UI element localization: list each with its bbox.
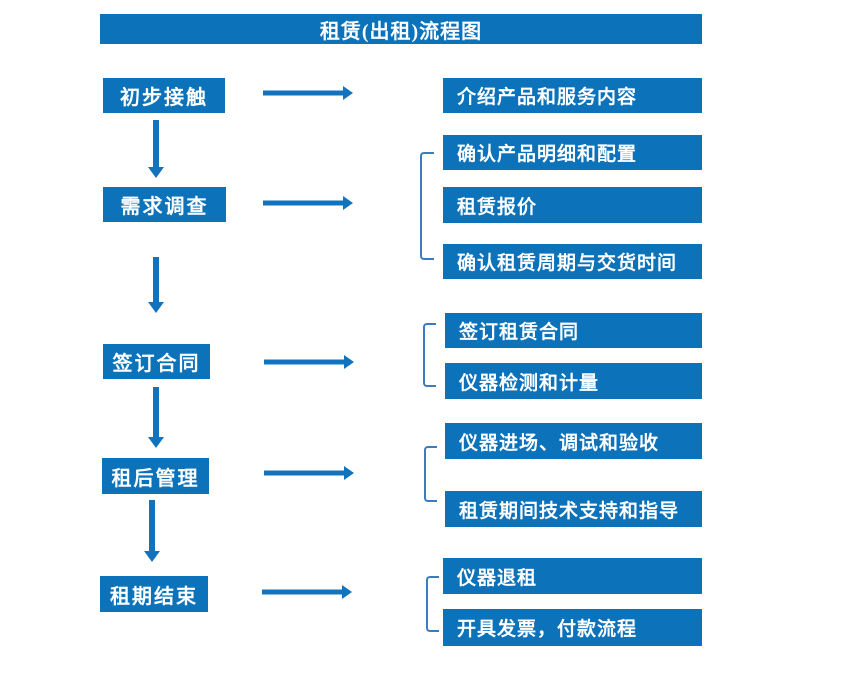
down-arrow-3 bbox=[148, 387, 164, 448]
arrow-head bbox=[148, 437, 164, 448]
stage-box-initial-contact: 初步接触 bbox=[103, 78, 225, 113]
arrow-shaft bbox=[149, 500, 155, 551]
arrow-shaft bbox=[262, 589, 342, 595]
detail-box-confirm-period-delivery: 确认租赁周期与交货时间 bbox=[443, 244, 702, 279]
arrow-head bbox=[342, 585, 352, 599]
flowchart-title: 租赁(出租)流程图 bbox=[319, 20, 483, 43]
right-arrow-2 bbox=[263, 195, 353, 211]
arrow-shaft bbox=[153, 257, 159, 302]
right-arrow-4 bbox=[264, 465, 354, 481]
arrow-head bbox=[344, 355, 354, 369]
arrow-head bbox=[343, 196, 353, 210]
arrow-shaft bbox=[264, 470, 344, 476]
right-arrow-1 bbox=[263, 85, 353, 101]
arrow-shaft bbox=[264, 359, 344, 365]
detail-box-instrument-testing: 仪器检测和计量 bbox=[445, 363, 702, 399]
arrow-head bbox=[343, 86, 353, 100]
arrow-head bbox=[148, 302, 164, 313]
group-bracket-post-rental bbox=[424, 446, 437, 502]
detail-box-introduce-products: 介绍产品和服务内容 bbox=[443, 78, 702, 113]
down-arrow-1 bbox=[148, 120, 164, 178]
right-arrow-5 bbox=[262, 584, 352, 600]
right-arrow-3 bbox=[264, 354, 354, 370]
group-bracket-sign-contract bbox=[423, 323, 436, 387]
stage-box-demand-survey: 需求调查 bbox=[103, 187, 226, 222]
group-bracket-demand-survey bbox=[420, 152, 434, 260]
stage-box-rental-end: 租期结束 bbox=[100, 576, 208, 612]
group-bracket-rental-end bbox=[426, 576, 439, 632]
down-arrow-4 bbox=[144, 500, 160, 562]
detail-box-instrument-return: 仪器退租 bbox=[443, 558, 702, 594]
arrow-shaft bbox=[153, 120, 159, 167]
down-arrow-2 bbox=[148, 257, 164, 313]
detail-box-rental-quote: 租赁报价 bbox=[443, 187, 702, 223]
detail-box-invoice-payment: 开具发票，付款流程 bbox=[443, 609, 702, 646]
arrow-shaft bbox=[263, 90, 343, 96]
stage-box-post-rental-management: 租后管理 bbox=[102, 458, 209, 494]
detail-box-sign-rental-contract: 签订租赁合同 bbox=[445, 313, 702, 348]
arrow-head bbox=[344, 466, 354, 480]
arrow-shaft bbox=[153, 387, 159, 437]
flowchart-title-bar: 租赁(出租)流程图 bbox=[100, 14, 702, 44]
detail-box-confirm-details-config: 确认产品明细和配置 bbox=[443, 135, 702, 170]
detail-box-technical-support: 租赁期间技术支持和指导 bbox=[445, 491, 702, 527]
stage-box-sign-contract: 签订合同 bbox=[103, 344, 210, 379]
arrow-head bbox=[148, 167, 164, 178]
arrow-shaft bbox=[263, 200, 343, 206]
detail-box-instrument-entry-acceptance: 仪器进场、调试和验收 bbox=[445, 423, 702, 459]
arrow-head bbox=[144, 551, 160, 562]
